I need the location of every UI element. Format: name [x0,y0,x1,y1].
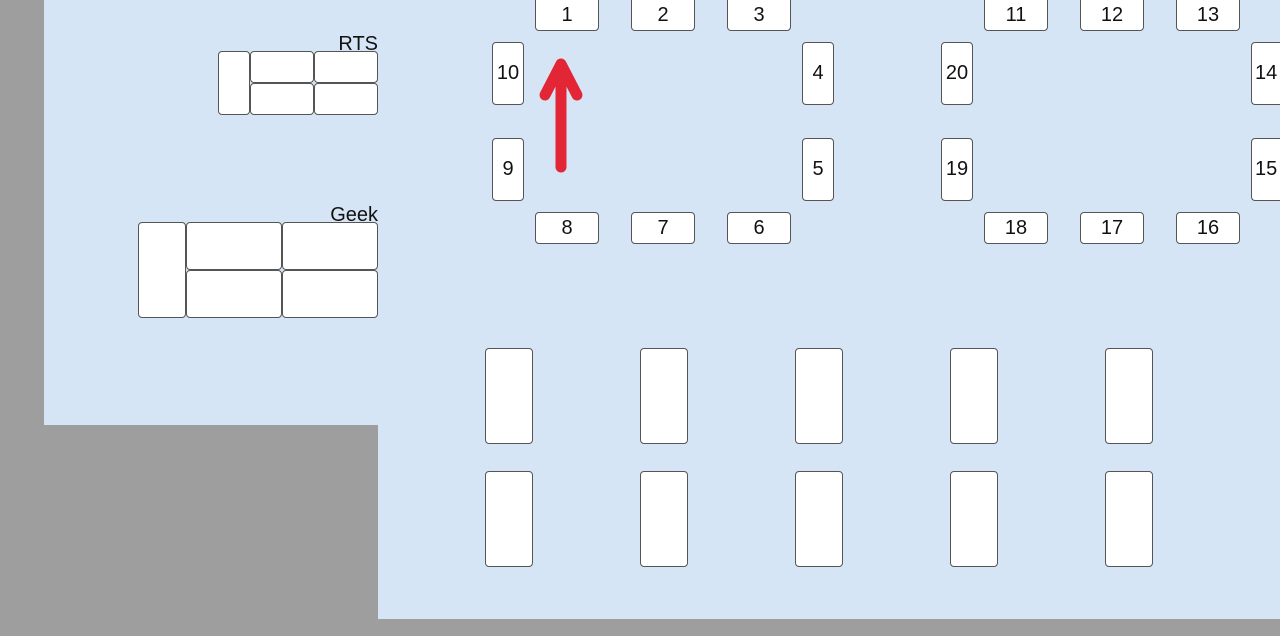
table-6[interactable]: 6 [727,212,791,244]
table-4[interactable]: 4 [802,42,834,105]
zone-label-geek: Geek [330,204,378,226]
table-9[interactable]: 9 [492,138,524,201]
table-unnumbered[interactable] [640,471,688,567]
rts-seat[interactable] [250,83,314,115]
table-13[interactable]: 13 [1176,0,1240,31]
table-5[interactable]: 5 [802,138,834,201]
rts-seat[interactable] [314,83,378,115]
table-16[interactable]: 16 [1176,212,1240,244]
geek-seat[interactable] [282,222,378,270]
table-unnumbered[interactable] [485,471,533,567]
table-10[interactable]: 10 [492,42,524,105]
table-17[interactable]: 17 [1080,212,1144,244]
geek-seat[interactable] [138,222,186,318]
rts-seat[interactable] [218,51,250,115]
table-19[interactable]: 19 [941,138,973,201]
geek-seat[interactable] [282,270,378,318]
geek-seat[interactable] [186,270,282,318]
table-unnumbered[interactable] [795,471,843,567]
rts-seat[interactable] [250,51,314,83]
table-11[interactable]: 11 [984,0,1048,31]
table-14[interactable]: 14 [1251,42,1280,105]
table-unnumbered[interactable] [640,348,688,444]
table-20[interactable]: 20 [941,42,973,105]
table-8[interactable]: 8 [535,212,599,244]
table-18[interactable]: 18 [984,212,1048,244]
geek-seat[interactable] [186,222,282,270]
rts-seat[interactable] [314,51,378,83]
table-unnumbered[interactable] [950,471,998,567]
table-2[interactable]: 2 [631,0,695,31]
table-12[interactable]: 12 [1080,0,1144,31]
table-15[interactable]: 15 [1251,138,1280,201]
table-3[interactable]: 3 [727,0,791,31]
table-unnumbered[interactable] [1105,348,1153,444]
table-unnumbered[interactable] [1105,471,1153,567]
table-unnumbered[interactable] [485,348,533,444]
table-unnumbered[interactable] [795,348,843,444]
table-7[interactable]: 7 [631,212,695,244]
table-1[interactable]: 1 [535,0,599,31]
table-unnumbered[interactable] [950,348,998,444]
zone-label-rts: RTS [338,33,378,55]
